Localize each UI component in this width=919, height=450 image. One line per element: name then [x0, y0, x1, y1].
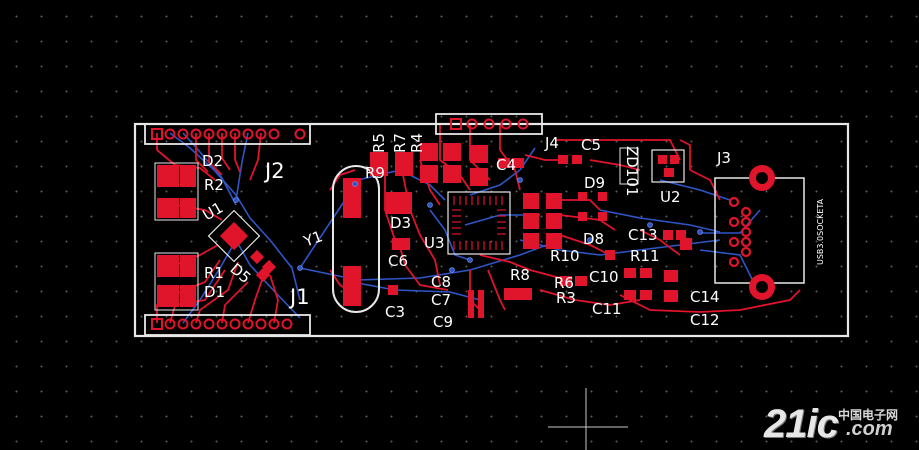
ic-u2[interactable]: [651, 149, 685, 183]
connector-j4[interactable]: [435, 113, 543, 135]
ic-u3[interactable]: [447, 191, 511, 255]
label-u3: U3: [424, 234, 445, 252]
mid-pads[interactable]: [388, 155, 607, 318]
left-pads[interactable]: [157, 165, 196, 307]
label-r10: R10: [550, 247, 580, 265]
label-c11: C11: [592, 300, 622, 318]
watermark-logo: 21ic 中国电子网 .com: [760, 400, 919, 446]
label-c9: C9: [433, 313, 453, 331]
connector-j2[interactable]: [144, 123, 311, 145]
board-outline[interactable]: [133, 122, 850, 338]
watermark-cn: 中国电子网: [838, 408, 899, 422]
label-c14: C14: [690, 288, 720, 306]
watermark-domain: .com: [846, 418, 893, 440]
label-r2: R2: [204, 176, 224, 194]
label-u1: U1: [199, 198, 226, 224]
label-r4: R4: [408, 133, 426, 153]
label-d1: D1: [204, 283, 225, 301]
label-c7: C7: [431, 291, 451, 309]
cursor-crosshair: [548, 388, 628, 450]
label-c4: C4: [496, 156, 516, 174]
label-r5: R5: [370, 133, 388, 153]
right-pads[interactable]: [605, 230, 692, 302]
label-r8: R8: [510, 266, 530, 284]
label-c10: C10: [589, 268, 619, 286]
d5-pads[interactable]: [249, 249, 277, 283]
label-c8: C8: [431, 273, 451, 291]
label-r9: R9: [365, 164, 385, 182]
label-j1: J1: [288, 285, 310, 309]
label-j3-text: USB3.0SOCKETA: [816, 198, 825, 265]
connector-j3[interactable]: [714, 165, 805, 300]
vias: [233, 177, 703, 273]
label-r7: R7: [391, 133, 409, 153]
label-d8: D8: [583, 230, 604, 248]
label-j3: J3: [716, 149, 731, 167]
label-y1: Y1: [300, 227, 325, 251]
label-r11: R11: [630, 247, 660, 265]
label-c3: C3: [385, 303, 405, 321]
label-d2: D2: [202, 152, 223, 170]
label-zd101: ZD101: [623, 146, 641, 196]
connector-j1[interactable]: [144, 314, 311, 336]
label-r1: R1: [204, 264, 224, 282]
label-j4: J4: [544, 134, 559, 152]
crystal-y1[interactable]: [332, 165, 380, 313]
resistor-array[interactable]: [370, 143, 524, 250]
label-r3: R3: [556, 289, 576, 307]
label-c6: C6: [388, 252, 408, 270]
label-c5: C5: [581, 136, 601, 154]
label-j2: J2: [263, 159, 285, 183]
label-c12: C12: [690, 311, 720, 329]
label-c13: C13: [628, 226, 658, 244]
label-r6: R6: [554, 274, 574, 292]
left-pads-silk: [154, 162, 199, 311]
silk-labels: J2 J1 J3 J4 USB3.0SOCKETA D2 R2 R1 D1 U1…: [199, 133, 825, 331]
label-u2: U2: [660, 188, 681, 206]
label-d9: D9: [584, 174, 605, 192]
zd101-outline: [619, 147, 639, 185]
watermark-brand: 21ic: [764, 402, 839, 446]
label-d3: D3: [390, 214, 411, 232]
